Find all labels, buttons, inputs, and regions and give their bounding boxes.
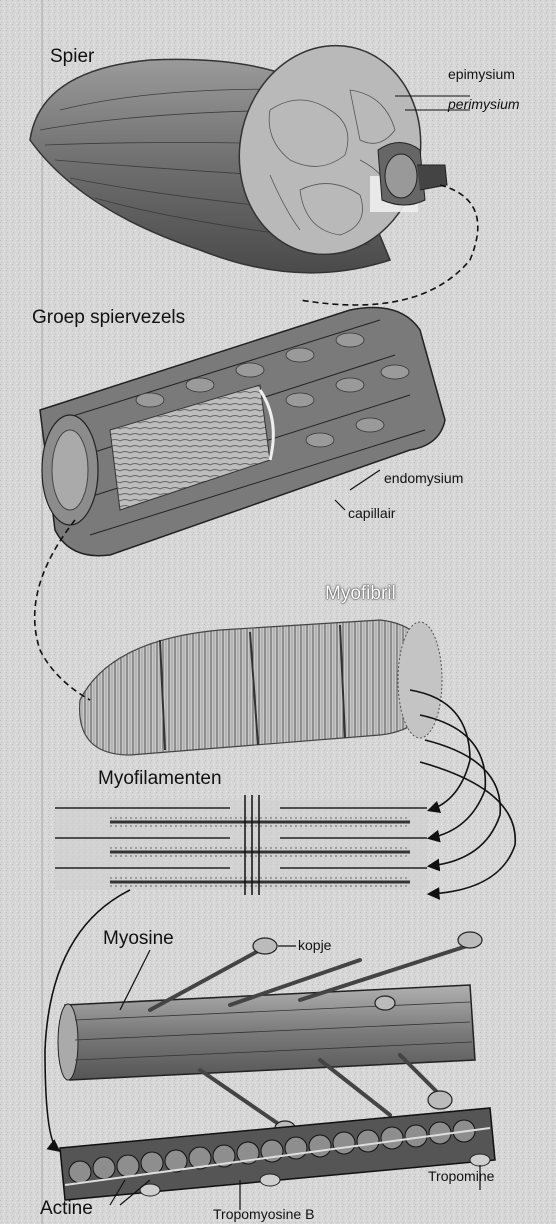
label-tropomyosine-b: Tropomyosine B xyxy=(213,1206,314,1222)
label-perimysium: perimysium xyxy=(448,96,520,112)
label-endomysium: endomysium xyxy=(384,470,463,486)
label-capillair: capillair xyxy=(348,505,395,521)
label-actine: Actine xyxy=(40,1198,93,1220)
label-myofibril: Myofibril xyxy=(325,583,396,605)
label-myofilamenten: Myofilamenten xyxy=(98,768,222,790)
label-tropomine: Tropomine xyxy=(428,1168,494,1184)
label-myosine: Myosine xyxy=(103,928,174,950)
label-epimysium: epimysium xyxy=(448,66,515,82)
label-kopje: kopje xyxy=(298,937,331,953)
myofilaments-drawing xyxy=(55,795,427,895)
label-groep-spiervezels: Groep spiervezels xyxy=(32,307,185,329)
label-spier: Spier xyxy=(50,46,94,68)
